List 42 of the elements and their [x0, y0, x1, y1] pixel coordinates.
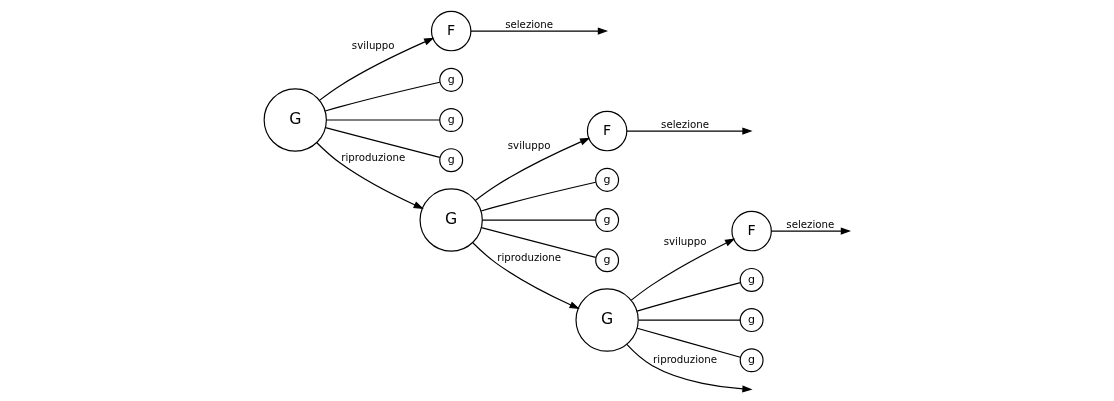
edge-label: riproduzione [497, 251, 562, 263]
arrow [470, 27, 609, 35]
edge-label: riproduzione [653, 353, 718, 365]
connector [636, 327, 741, 358]
node-circle: G [419, 188, 483, 252]
connector [638, 319, 741, 321]
arrow [770, 227, 852, 235]
connector [324, 81, 441, 112]
connector [480, 181, 597, 212]
connector [324, 127, 441, 158]
node-circle: F [586, 110, 628, 152]
arrow [472, 242, 580, 310]
node-circle: G [575, 288, 639, 352]
node-circle: g [439, 108, 464, 133]
edge-label: riproduzione [341, 151, 406, 163]
edge-label: sviluppo [663, 235, 707, 247]
node-circle: g [595, 248, 620, 273]
node-circle: F [430, 10, 472, 52]
node-circle: g [739, 348, 764, 373]
connector [481, 219, 597, 221]
arrow [630, 238, 736, 301]
arrow [318, 37, 435, 101]
node-circle: F [731, 210, 772, 252]
connector [325, 119, 441, 121]
node-circle: g [739, 308, 764, 333]
connector [636, 282, 742, 312]
node-circle: g [595, 208, 620, 233]
node-circle: G [263, 88, 327, 152]
edge-label: selezione [505, 19, 554, 31]
connector [480, 227, 597, 259]
arrow [474, 137, 591, 201]
edge-label: sviluppo [507, 139, 551, 151]
node-circle: g [439, 67, 464, 92]
arrow [626, 343, 753, 393]
arrow [626, 127, 753, 135]
node-circle: g [439, 148, 464, 173]
node-circle: g [739, 267, 764, 292]
edge-label: selezione [786, 219, 835, 231]
edge-label: selezione [661, 119, 710, 131]
edge-label: sviluppo [351, 39, 395, 51]
node-circle: g [595, 167, 620, 192]
arrow [316, 142, 424, 210]
